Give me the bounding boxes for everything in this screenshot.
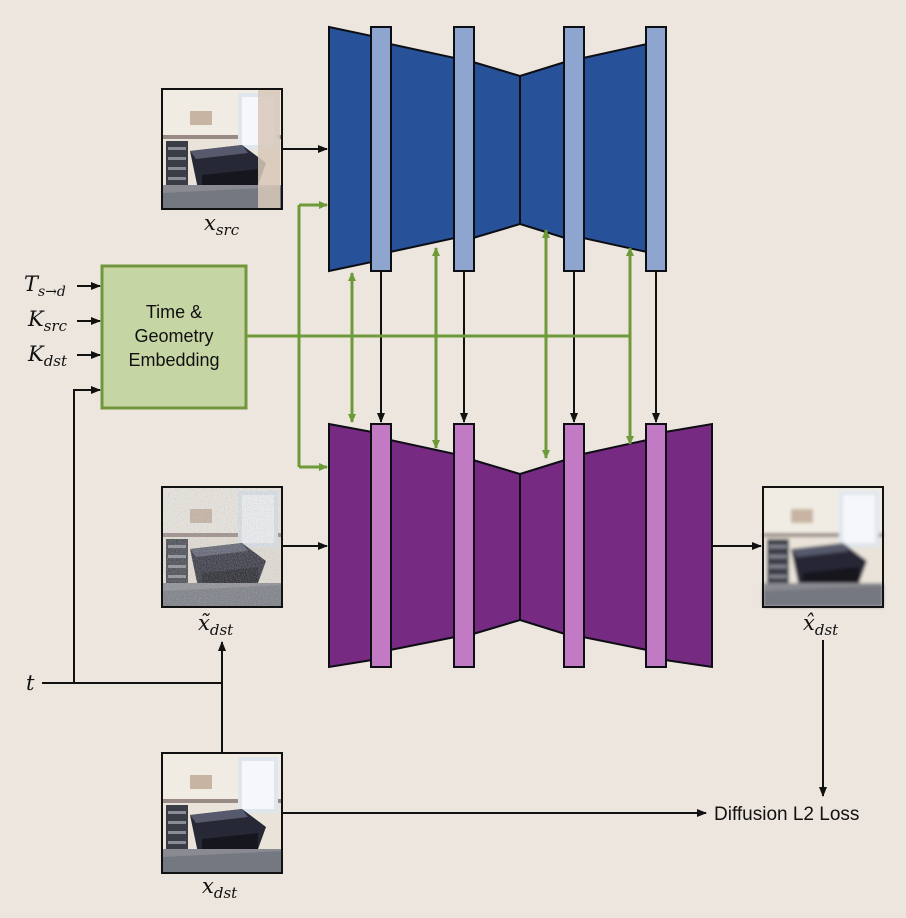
src-decoder-block-1: [582, 42, 648, 254]
src-bottleneck-right: [519, 60, 566, 240]
src-skip-bar-1: [370, 26, 392, 272]
dst-bottleneck-left: [472, 458, 521, 636]
embedding-box: [100, 264, 248, 410]
dst-bottleneck-right: [519, 458, 566, 636]
feature-transfer-arrows: [377, 271, 660, 423]
dst-decoder-block-2: [664, 422, 713, 669]
k-src-label: Ksrc: [27, 307, 68, 335]
transform-label: Ts→d: [24, 272, 66, 300]
dst-skip-bar-2: [453, 423, 475, 668]
x-hat-dst-label: x̂dst: [803, 611, 839, 639]
dst-skip-bar-3: [563, 423, 585, 668]
embedding-label-line-2: Geometry: [134, 326, 213, 346]
embedding-inputs: Ts→d Ksrc Kdst t: [24, 272, 222, 695]
src-skip-bar-2: [453, 26, 475, 272]
dst-skip-bar-4: [645, 423, 667, 668]
src-skip-bar-3: [563, 26, 585, 272]
k-dst-label: Kdst: [27, 342, 68, 370]
x-tilde-dst-image: [161, 486, 283, 608]
embedding-label-line-1: Time &: [146, 302, 202, 322]
x-src-label: xsrc: [204, 211, 240, 239]
x-dst-image: [161, 752, 283, 874]
x-dst-label: xdst: [202, 874, 238, 902]
loss-label: Diffusion L2 Loss: [714, 804, 859, 825]
time-geometry-embedding: Time & Geometry Embedding: [100, 264, 248, 410]
dst-decoder-block-1: [582, 438, 648, 652]
destination-unet: [328, 422, 713, 669]
embedding-label-line-3: Embedding: [128, 350, 219, 370]
conditioning-links: [246, 201, 634, 471]
src-encoder-block-2: [389, 42, 456, 254]
x-src-image: [161, 88, 283, 210]
src-encoder-block-1: [328, 25, 373, 273]
time-to-embedding-arrow: [42, 386, 101, 684]
dst-encoder-block-2: [389, 438, 456, 652]
x-hat-dst-image: [762, 486, 884, 608]
x-tilde-dst-label: x̃dst: [198, 611, 234, 639]
source-unet: [328, 25, 667, 273]
src-skip-bar-4: [645, 26, 667, 272]
src-bottleneck-left: [472, 60, 521, 240]
dst-encoder-block-1: [328, 422, 373, 669]
time-label: t: [26, 671, 35, 695]
dst-skip-bar-1: [370, 423, 392, 668]
